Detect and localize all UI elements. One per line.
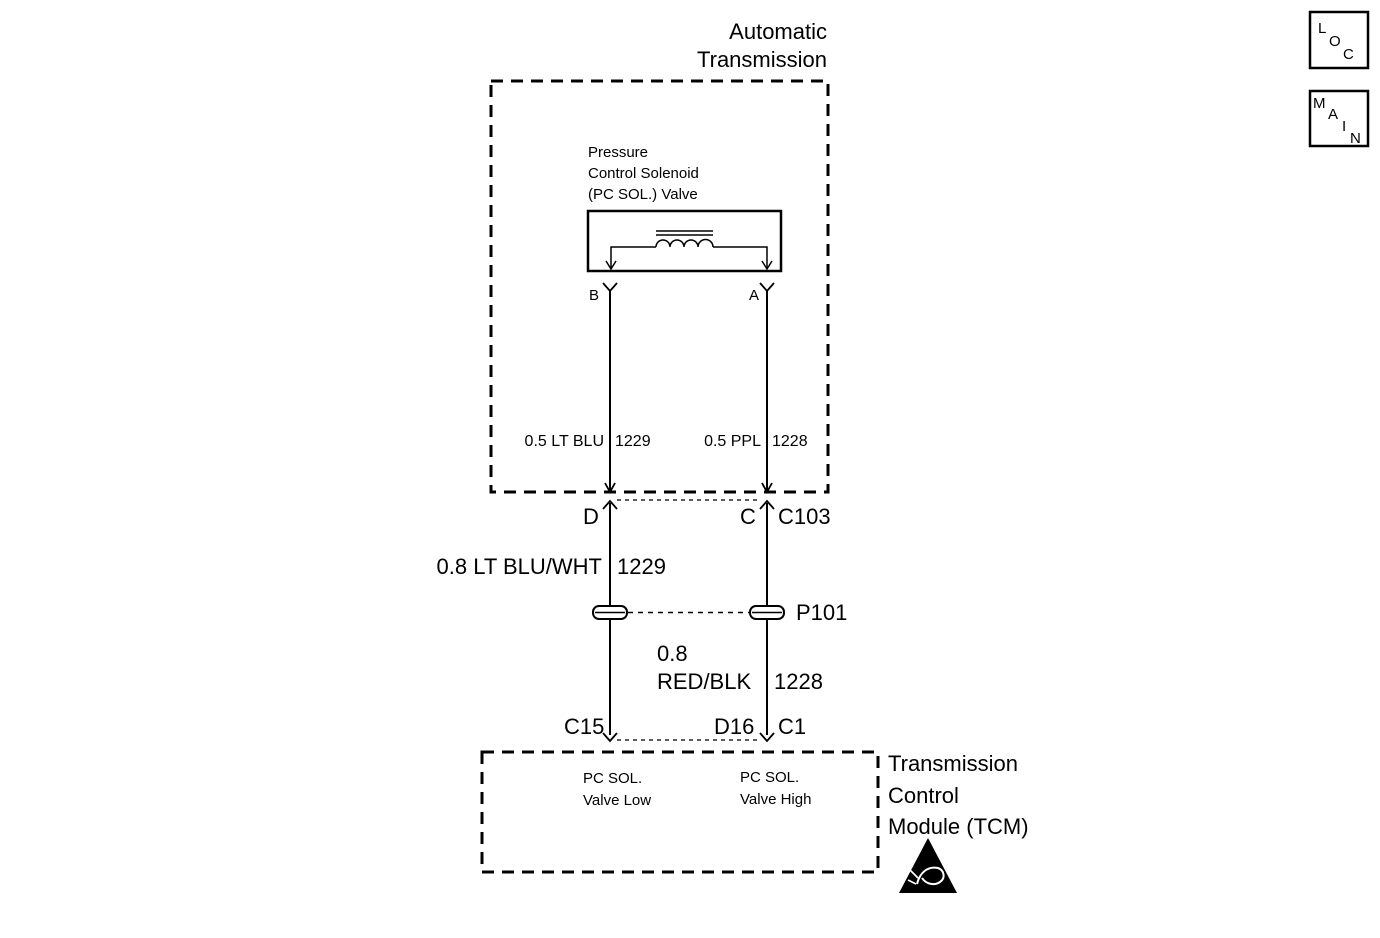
tcm-low-label-line2: Valve Low <box>583 792 651 809</box>
c103-pin-d-symbol <box>602 499 618 510</box>
wire-1229-arrow <box>604 482 616 494</box>
terminal-b-symbol <box>602 282 618 293</box>
esd-hand-outline <box>916 866 945 886</box>
wire-1229-internal-color: 0.5 LT BLU <box>525 433 604 450</box>
main-letter-n: N <box>1350 130 1361 147</box>
esd-spark-line-2 <box>907 879 917 885</box>
main-letter-i: I <box>1342 118 1346 135</box>
tcm-title-line2: Control <box>888 783 959 808</box>
solenoid-label-line1: Pressure <box>588 144 648 161</box>
connector-tcm-c1 <box>602 732 775 743</box>
wire-1229-external-color: 0.8 LT BLU/WHT <box>437 554 602 579</box>
c1-pin-d16-label: D16 <box>714 714 754 739</box>
terminal-a-label: A <box>749 287 759 304</box>
c1-pin-d16-symbol <box>759 732 775 743</box>
wire-1228-internal-circuit: 1228 <box>772 433 808 450</box>
solenoid-arrow-left <box>605 260 617 271</box>
c103-pin-d-label: D <box>583 504 599 529</box>
solenoid-label-line3: (PC SOL.) Valve <box>588 186 698 203</box>
solenoid-arrow-right <box>761 260 773 271</box>
solenoid-internal-wire-left <box>610 246 656 268</box>
esd-triangle <box>899 838 957 893</box>
p101-connector-label: P101 <box>796 600 847 625</box>
connector-c103 <box>602 499 775 510</box>
wire-1228-external-gauge: 0.8 <box>657 641 688 666</box>
loc-letter-o: O <box>1329 33 1341 50</box>
wire-1228-external-circuit: 1228 <box>774 669 823 694</box>
tcm-high-label-line1: PC SOL. <box>740 769 799 786</box>
loc-button[interactable]: L O C <box>1308 10 1370 70</box>
terminal-a-symbol <box>759 282 775 293</box>
esd-spark-line-1 <box>909 869 919 879</box>
tcm-low-label-line1: PC SOL. <box>583 770 642 787</box>
tcm-title-line3: Module (TCM) <box>888 814 1029 839</box>
automatic-transmission-title-line2: Transmission <box>697 47 827 72</box>
wire-1228-external-color: RED/BLK <box>657 669 751 694</box>
c1-connector-label: C1 <box>778 714 806 739</box>
c103-pin-c-label: C <box>740 504 756 529</box>
main-letter-m: M <box>1313 95 1326 112</box>
solenoid-box <box>586 209 783 273</box>
wire-1229-internal-circuit: 1229 <box>615 433 651 450</box>
tcm-high-label-line2: Valve High <box>740 791 811 808</box>
terminal-b-label: B <box>589 287 599 304</box>
connector-p101 <box>592 605 785 620</box>
automatic-transmission-boundary <box>489 79 830 494</box>
solenoid-label-line2: Control Solenoid <box>588 165 699 182</box>
c1-pin-c15-symbol <box>602 732 618 743</box>
main-button[interactable]: M A I N <box>1308 89 1370 148</box>
c1-pin-c15-label: C15 <box>564 714 604 739</box>
solenoid-coil-symbol <box>655 238 714 248</box>
c103-pin-c-symbol <box>759 499 775 510</box>
solenoid-internal-wire-right <box>713 246 768 268</box>
tcm-title-line1: Transmission <box>888 751 1018 776</box>
loc-letter-c: C <box>1343 46 1354 63</box>
wire-1229-external-circuit: 1229 <box>617 554 666 579</box>
wire-1228-internal-color: 0.5 PPL <box>704 433 761 450</box>
pressure-control-solenoid <box>586 209 783 273</box>
tcm-boundary <box>480 750 880 874</box>
wire-1228-arrow <box>761 482 773 494</box>
main-letter-a: A <box>1328 106 1338 123</box>
automatic-transmission-title-line1: Automatic <box>729 19 827 44</box>
loc-letter-l: L <box>1318 20 1326 37</box>
c103-connector-label: C103 <box>778 504 831 529</box>
esd-warning-icon <box>899 838 957 893</box>
